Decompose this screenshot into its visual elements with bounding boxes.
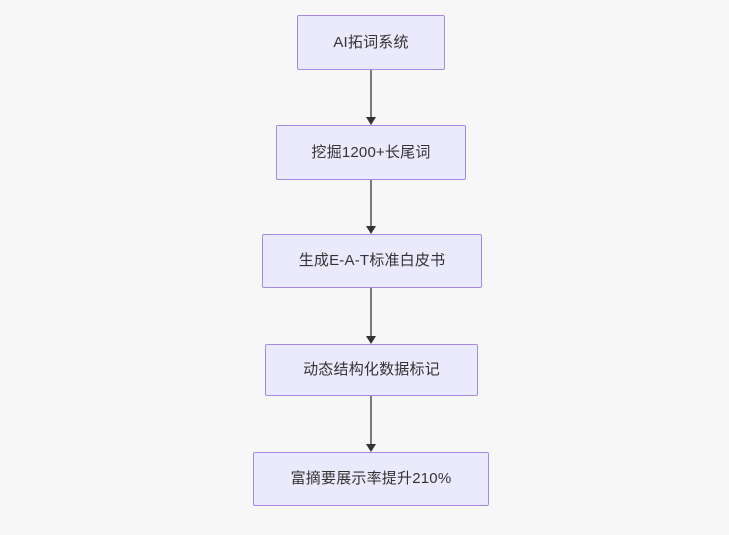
flow-node-ai-keyword-system[interactable]: AI拓词系统 <box>297 15 445 70</box>
arrow-head-icon <box>366 336 376 344</box>
flow-node-mine-longtail-keywords[interactable]: 挖掘1200+长尾词 <box>276 125 466 180</box>
flow-edge-line <box>370 70 372 117</box>
flow-edge-line <box>370 396 372 444</box>
flow-node-generate-eat-whitepaper[interactable]: 生成E-A-T标准白皮书 <box>262 234 482 288</box>
flow-node-label: 生成E-A-T标准白皮书 <box>298 252 446 269</box>
flow-node-dynamic-structured-data[interactable]: 动态结构化数据标记 <box>265 344 478 396</box>
flow-node-label: 挖掘1200+长尾词 <box>311 143 431 161</box>
flow-node-label: AI拓词系统 <box>333 33 409 51</box>
flow-node-label: 富摘要展示率提升210% <box>290 470 452 487</box>
flow-node-rich-snippet-uplift[interactable]: 富摘要展示率提升210% <box>253 452 489 506</box>
flow-edge-line <box>370 288 372 336</box>
flow-node-label: 动态结构化数据标记 <box>303 361 440 378</box>
flow-edge-line <box>370 180 372 226</box>
arrow-head-icon <box>366 226 376 234</box>
arrow-head-icon <box>366 444 376 452</box>
arrow-head-icon <box>366 117 376 125</box>
